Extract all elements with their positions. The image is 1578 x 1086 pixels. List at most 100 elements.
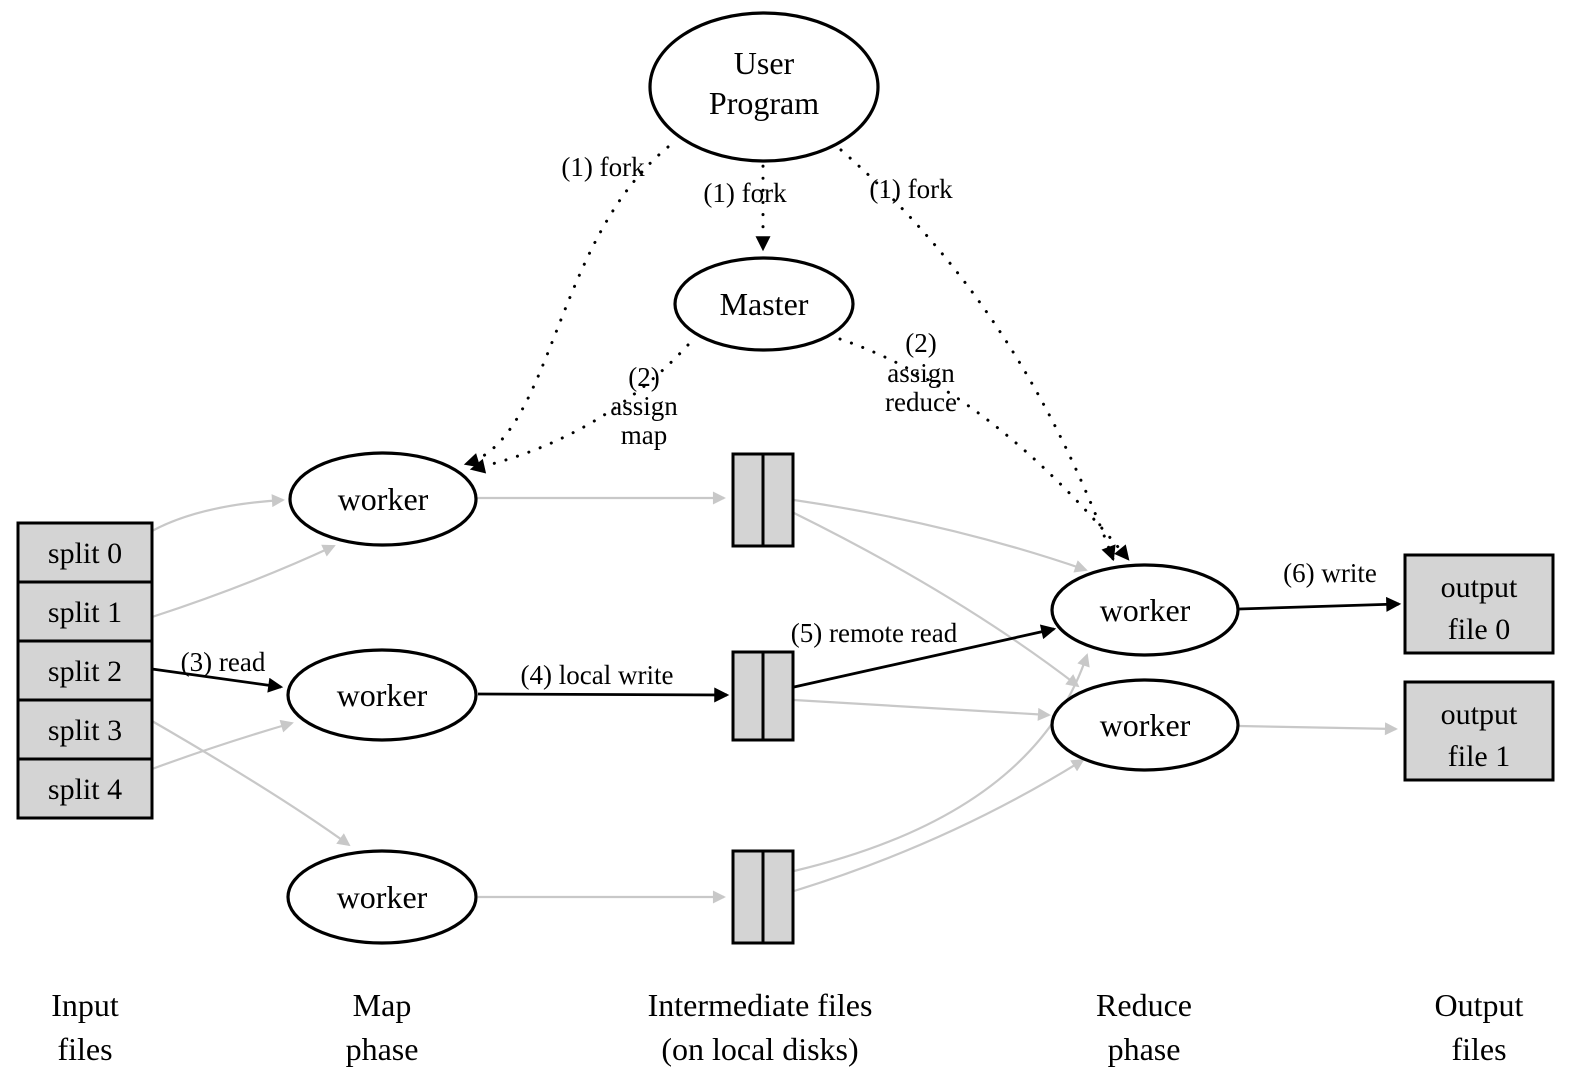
user-program-line1: User xyxy=(734,45,795,81)
caption-reduce-line1: Reduce xyxy=(1096,987,1192,1023)
intermediate-3-right-segment xyxy=(761,849,795,945)
split-2: split 2 xyxy=(16,639,154,702)
output-file-1-line1: output xyxy=(1441,698,1518,731)
edge-intermediate1-to-reduce-worker2 xyxy=(793,512,1080,688)
intermediate-file-2 xyxy=(731,650,795,742)
assign-reduce-line2: assign xyxy=(887,358,955,388)
split-0: split 0 xyxy=(16,521,154,584)
input-splits: split 0 split 1 split 2 split 3 split 4 xyxy=(16,521,154,820)
process-nodes: User Program Master worker worker worker… xyxy=(286,11,1240,945)
caption-output-line2: files xyxy=(1451,1031,1506,1067)
split-0-label: split 0 xyxy=(48,537,122,570)
split-2-label: split 2 xyxy=(48,655,122,688)
edge-remote-read-to-reduce-worker1 xyxy=(793,624,1057,689)
map-worker-2: worker xyxy=(286,648,478,742)
output-file-1: output file 1 xyxy=(1403,680,1555,782)
edge-fork-user-to-reduce-worker1 xyxy=(839,148,1116,562)
numbered-edges xyxy=(151,596,1402,703)
map-worker-1-ellipse xyxy=(288,451,478,547)
caption-map-phase: Map phase xyxy=(346,987,419,1067)
user-program-ellipse xyxy=(648,11,880,163)
caption-input-line1: Input xyxy=(51,987,119,1023)
split-3-box xyxy=(16,698,154,761)
edge-assign-reduce-master-to-worker xyxy=(838,337,1130,561)
read-label: (3) read xyxy=(181,647,266,677)
split-1-box xyxy=(16,580,154,643)
edge-write-to-output0 xyxy=(1238,596,1402,612)
map-worker-1: worker xyxy=(288,451,478,547)
caption-input-files: Input files xyxy=(51,987,119,1067)
reduce-worker-1-label: worker xyxy=(1100,592,1191,628)
map-worker-1-label: worker xyxy=(338,481,429,517)
caption-map-line1: Map xyxy=(353,987,412,1023)
fork-center-label: (1) fork xyxy=(703,178,787,208)
user-program-line2: Program xyxy=(709,85,819,121)
split-4: split 4 xyxy=(16,757,154,820)
split-4-label: split 4 xyxy=(48,773,122,806)
edge-split4-to-map-worker2 xyxy=(151,719,294,771)
edge-intermediate1-to-reduce-worker1 xyxy=(793,498,1088,573)
intermediate-files xyxy=(731,452,795,945)
output-file-0-box xyxy=(1403,553,1555,655)
split-3-label: split 3 xyxy=(48,714,122,747)
output-file-0: output file 0 xyxy=(1403,553,1555,655)
phase-captions: Input files Map phase Intermediate files… xyxy=(51,987,1523,1067)
split-4-box xyxy=(16,757,154,820)
assign-map-line3: map xyxy=(621,420,668,450)
intermediate-1-right-segment xyxy=(761,452,795,548)
assign-map-label: (2) assign map xyxy=(610,362,678,450)
assign-reduce-line3: reduce xyxy=(885,387,957,417)
caption-reduce-phase: Reduce phase xyxy=(1096,987,1192,1067)
write-label: (6) write xyxy=(1283,558,1377,588)
intermediate-3-left-segment xyxy=(731,849,765,945)
caption-intermediate-line1: Intermediate files xyxy=(648,987,873,1023)
control-edges xyxy=(463,145,1130,562)
edge-fork-user-to-map-worker1 xyxy=(463,145,670,468)
map-worker-3-ellipse xyxy=(286,849,478,945)
caption-reduce-line2: phase xyxy=(1108,1031,1181,1067)
caption-output-line1: Output xyxy=(1435,987,1524,1023)
map-worker-2-label: worker xyxy=(337,677,428,713)
data-flow-edges xyxy=(151,491,1398,904)
reduce-worker-2-ellipse xyxy=(1050,678,1240,772)
master-label: Master xyxy=(720,286,809,322)
edge-labels: (1) fork (1) fork (1) fork (2) assign ma… xyxy=(181,152,1377,690)
output-file-0-line1: output xyxy=(1441,571,1518,604)
split-3: split 3 xyxy=(16,698,154,761)
output-file-1-line2: file 1 xyxy=(1448,740,1510,773)
master-ellipse xyxy=(673,256,855,352)
fork-left-label: (1) fork xyxy=(561,152,645,182)
local-write-label: (4) local write xyxy=(521,660,674,690)
intermediate-file-3 xyxy=(731,849,795,945)
master-node: Master xyxy=(673,256,855,352)
assign-reduce-label: (2) assign reduce xyxy=(885,328,957,417)
output-files: output file 0 output file 1 xyxy=(1403,553,1555,782)
caption-output-files: Output files xyxy=(1435,987,1524,1067)
edge-local-write-to-intermediate2 xyxy=(477,687,730,703)
edge-intermediate3-to-reduce-worker2 xyxy=(793,758,1085,893)
edge-split1-to-map-worker1 xyxy=(151,544,336,619)
assign-reduce-line1: (2) xyxy=(905,328,936,358)
reduce-worker-2: worker xyxy=(1050,678,1240,772)
fork-right-label: (1) fork xyxy=(869,174,953,204)
caption-map-line2: phase xyxy=(346,1031,419,1067)
map-worker-3-label: worker xyxy=(337,879,428,915)
intermediate-file-1 xyxy=(731,452,795,548)
assign-map-line1: (2) xyxy=(628,362,659,392)
assign-map-line2: assign xyxy=(610,391,678,421)
reduce-worker-2-label: worker xyxy=(1100,707,1191,743)
edge-intermediate3-to-reduce-worker1 xyxy=(793,653,1090,873)
map-worker-2-ellipse xyxy=(286,648,478,742)
caption-intermediate-line2: (on local disks) xyxy=(661,1031,858,1067)
edge-read-split2-to-map-worker2 xyxy=(151,667,284,693)
reduce-worker-1-ellipse xyxy=(1050,563,1240,657)
user-program-node: User Program xyxy=(648,11,880,163)
map-worker-3: worker xyxy=(286,849,478,945)
edge-reduce-worker2-to-output1 xyxy=(1238,722,1398,736)
intermediate-2-left-segment xyxy=(731,650,765,742)
split-1: split 1 xyxy=(16,580,154,643)
reduce-worker-1: worker xyxy=(1050,563,1240,657)
split-1-label: split 1 xyxy=(48,596,122,629)
